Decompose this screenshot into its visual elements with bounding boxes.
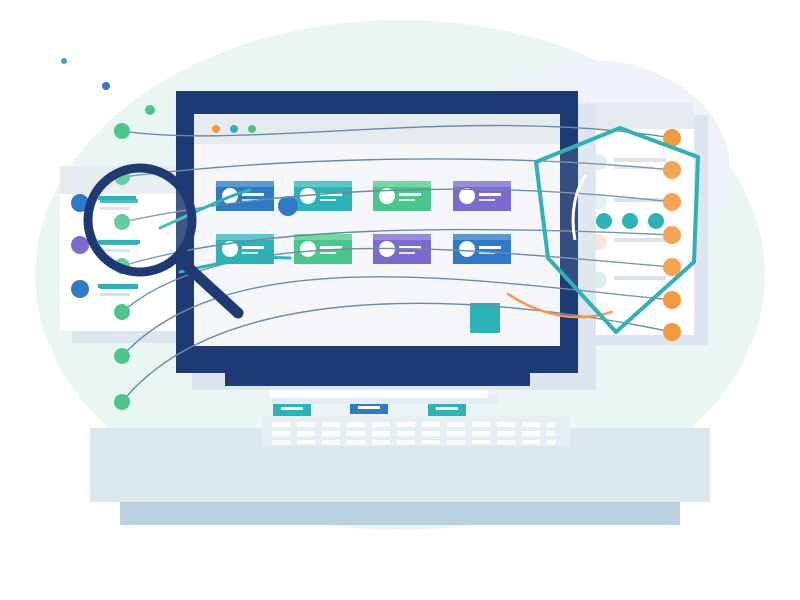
output-node: [663, 323, 681, 341]
output-node: [663, 291, 681, 309]
input-node: [114, 394, 130, 410]
card: [373, 181, 431, 211]
output-node: [663, 258, 681, 276]
avatar-icon: [71, 194, 89, 212]
monitor-tray-shadow: [272, 394, 498, 404]
floating-dot: [145, 105, 155, 115]
window-dots-icon: [212, 125, 256, 133]
output-node: [663, 193, 681, 211]
teal-square: [470, 303, 500, 333]
output-node: [663, 226, 681, 244]
output-nodes: [663, 129, 681, 341]
avatar-icon: [71, 280, 89, 298]
shield-icon: [534, 126, 700, 334]
input-node: [114, 348, 130, 364]
card: [216, 181, 274, 211]
floating-dot: [61, 58, 67, 64]
floating-dot: [102, 82, 110, 90]
desk-base: [120, 500, 680, 525]
card: [294, 181, 352, 211]
card: [453, 181, 511, 211]
card: [453, 234, 511, 264]
input-node: [114, 214, 130, 230]
magnifier-icon: [83, 163, 244, 319]
floating-dots: [61, 58, 155, 115]
monitor: [176, 91, 596, 390]
input-node: [114, 123, 130, 139]
output-node: [663, 129, 681, 147]
avatar-icon: [71, 236, 89, 254]
output-node: [663, 161, 681, 179]
blue-dot: [278, 196, 298, 216]
keyboard-keys: [272, 422, 555, 444]
input-node: [114, 304, 130, 320]
